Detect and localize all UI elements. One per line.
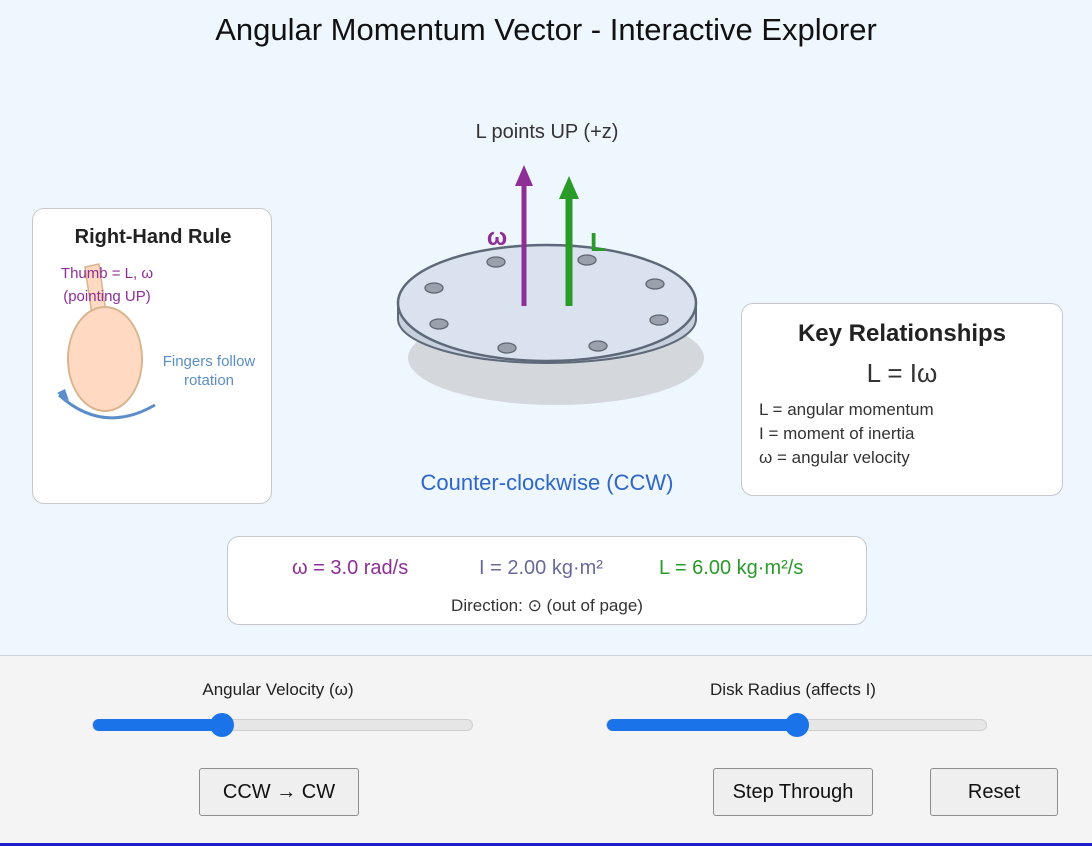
key-relationships-panel: Key Relationships L = Iω L = angular mom… (741, 303, 1063, 496)
right-hand-rule-panel: Right-Hand Rule Thumb = L, ω (pointing U… (32, 208, 272, 504)
step-through-button[interactable]: Step Through (713, 768, 873, 816)
radius-slider-label: Disk Radius (affects I) (710, 680, 876, 699)
omega-vector-arrow (515, 165, 533, 306)
disk-marker (497, 342, 517, 354)
thumb-label-line2: (pointing UP) (63, 288, 151, 305)
top-direction-label: L points UP (+z) (476, 121, 619, 143)
bottom-accent-bar (0, 843, 1092, 846)
direction-readout: Direction: ⊙ (out of page) (451, 596, 643, 615)
disk-markers (424, 254, 669, 354)
disk-marker (429, 318, 449, 330)
right-hand-rule-title: Right-Hand Rule (75, 226, 232, 248)
disk-marker (577, 254, 597, 266)
rotation-arc-arrow (57, 393, 156, 420)
rotation-direction-caption: Counter-clockwise (CCW) (420, 470, 673, 495)
disk-marker (424, 282, 444, 294)
controls-panel: Angular Velocity (ω) Disk Radius (affect… (0, 657, 1092, 843)
L-vector-arrow (559, 176, 579, 306)
toggle-direction-button[interactable]: CCW → CW (199, 768, 359, 816)
canvas-area: Angular Momentum Vector - Interactive Ex… (0, 12, 1092, 656)
L-vector-label: L (590, 227, 606, 257)
key-relationships-title: Key Relationships (797, 320, 1007, 347)
disk-marker (649, 314, 669, 326)
fingers-label-line2: rotation (184, 372, 234, 389)
omega-slider-thumb[interactable] (209, 713, 234, 737)
fingers-label-line1: Fingers follow (163, 353, 256, 370)
key-formula: L = Iω (866, 358, 938, 388)
disk-marker (588, 340, 608, 352)
readout-panel: ω = 3.0 rad/s I = 2.00 kg·m² L = 6.00 kg… (227, 536, 867, 625)
omega-vector-label: ω (487, 224, 507, 251)
disk-marker (486, 256, 506, 268)
disk-top[interactable] (396, 243, 698, 363)
reset-button[interactable]: Reset (930, 768, 1058, 816)
thumb-label-line1: Thumb = L, ω (61, 265, 153, 282)
momentum-readout: L = 6.00 kg·m²/s (659, 557, 804, 579)
page-title: Angular Momentum Vector - Interactive Ex… (215, 12, 877, 47)
definition-I: I = moment of inertia (759, 424, 915, 443)
omega-slider-label: Angular Velocity (ω) (202, 680, 354, 699)
radius-slider-fill (607, 719, 797, 731)
omega-slider-fill (93, 719, 222, 731)
definition-L: L = angular momentum (759, 400, 934, 419)
omega-readout: ω = 3.0 rad/s (292, 557, 409, 579)
definition-omega: ω = angular velocity (759, 448, 910, 467)
inertia-readout: I = 2.00 kg·m² (479, 557, 603, 579)
radius-slider[interactable] (606, 713, 987, 737)
diagram-canvas: L points UP (+z) ω (396, 121, 791, 495)
right-hand-rule-illustration: Right-Hand Rule Thumb = L, ω (pointing U… (57, 226, 256, 420)
rotation-arrowhead (57, 389, 69, 401)
disk-marker (645, 278, 665, 290)
radius-slider-thumb[interactable] (784, 713, 809, 737)
omega-slider[interactable] (92, 713, 473, 737)
hand-palm (67, 306, 143, 412)
